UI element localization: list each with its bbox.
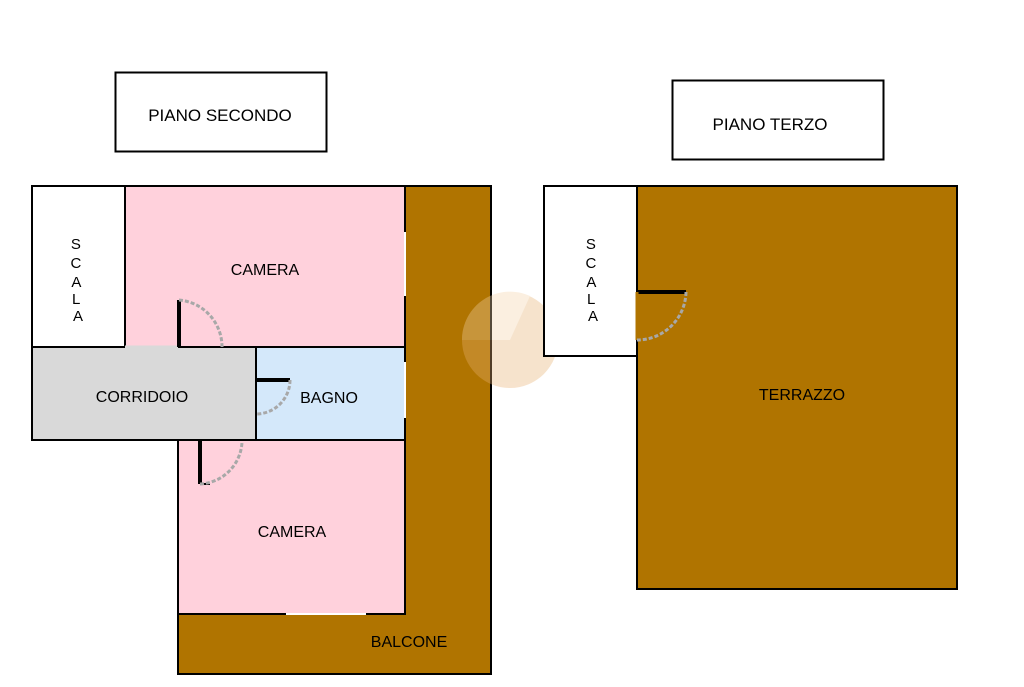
room-bathroom [255, 346, 406, 441]
label-bathroom: BAGNO [300, 390, 358, 407]
door-camera-top [177, 298, 224, 348]
title-box-second-floor: PIANO SECONDO [114, 71, 328, 153]
label-camera-top: CAMERA [231, 262, 300, 279]
label-corridor: CORRIDOIO [96, 389, 188, 406]
door-camera-bottom [198, 440, 244, 486]
title-box-third-floor: PIANO TERZO [671, 79, 885, 161]
label-camera-bottom: CAMERA [258, 524, 327, 541]
stair-third-floor [543, 185, 638, 357]
watermark-logo [461, 291, 558, 388]
door-terrace [635, 290, 688, 342]
title-second-floor: PIANO SECONDO [148, 106, 292, 125]
room-camera-top [124, 185, 406, 348]
stair-second-floor [31, 185, 126, 348]
stair-label-second-floor: S C A L A [70, 236, 85, 325]
door-bathroom [255, 378, 292, 416]
label-balcony: BALCONE [371, 634, 447, 651]
room-corridor [31, 346, 257, 441]
stair-label-third-floor: S C A L A [585, 236, 600, 325]
label-terrace: TERRAZZO [759, 387, 845, 404]
title-third-floor: PIANO TERZO [713, 115, 828, 134]
room-terrace [636, 185, 958, 590]
